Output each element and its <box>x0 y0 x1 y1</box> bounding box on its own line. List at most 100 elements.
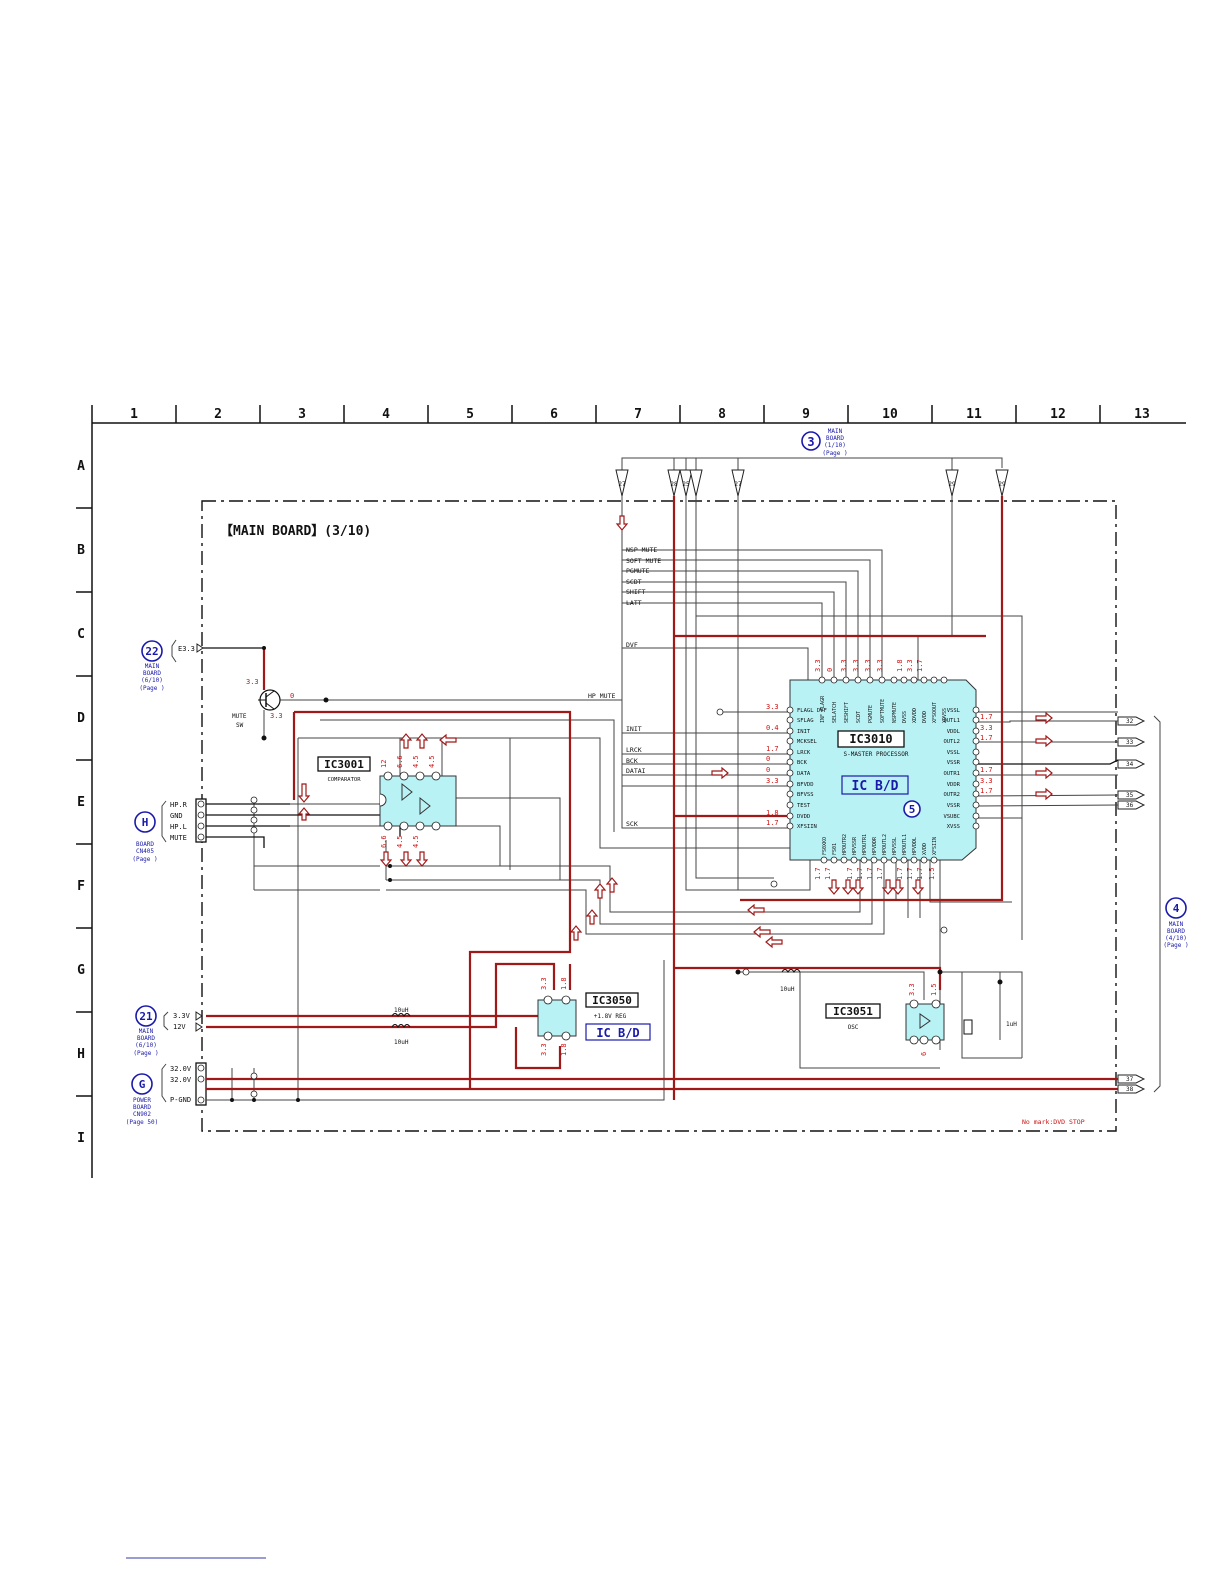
connector-pin-label: 32 <box>1126 718 1134 725</box>
svg-text:HPOUTR2: HPOUTR2 <box>842 834 848 855</box>
svg-text:5: 5 <box>909 803 916 816</box>
hp-connector-label: HP.L <box>170 823 187 831</box>
svg-text:SOFT MUTE: SOFT MUTE <box>626 557 661 565</box>
hp-connector-label: HP.R <box>170 801 188 809</box>
ic3050-name: IC3050 <box>592 994 632 1007</box>
ic3010-bottom-pins: FS0XKO FS01 HPOUTR2 HPVSSR HPOUTR1 HPVDD… <box>822 834 938 855</box>
col-label: 6 <box>550 407 558 422</box>
ic3051-desc: OSC <box>848 1024 859 1031</box>
mute-label: MUTE <box>232 713 247 720</box>
svg-text:(Page ): (Page ) <box>139 685 164 692</box>
svg-text:SESHIFT: SESHIFT <box>844 702 850 723</box>
svg-text:1.7: 1.7 <box>906 867 914 880</box>
svg-text:3.3: 3.3 <box>540 1043 548 1056</box>
svg-text:OUTL1: OUTL1 <box>943 718 960 724</box>
connector-pin-label: 35 <box>1126 792 1134 799</box>
svg-text:4.5: 4.5 <box>396 835 404 848</box>
mute-switch-transistor[interactable] <box>258 689 281 711</box>
connector-pin-label: 33 <box>1126 739 1134 746</box>
svg-text:1.8: 1.8 <box>896 659 904 672</box>
svg-text:1.8: 1.8 <box>766 809 779 817</box>
crystal-label: 1uH <box>1006 1021 1017 1028</box>
svg-text:OUTL2: OUTL2 <box>943 739 960 745</box>
svg-text:BOARD: BOARD <box>1167 928 1185 935</box>
svg-text:H: H <box>142 816 149 829</box>
svg-text:3.3: 3.3 <box>540 977 548 990</box>
svg-text:POWER: POWER <box>133 1097 151 1104</box>
svg-text:CN902: CN902 <box>133 1111 151 1118</box>
connector-pin-label: 29 <box>998 481 1006 488</box>
svg-text:VDDL: VDDL <box>947 729 961 735</box>
power-wires <box>206 496 1118 1100</box>
svg-text:0: 0 <box>826 668 834 672</box>
svg-text:12: 12 <box>380 760 388 768</box>
svg-text:VSUBC: VSUBC <box>943 814 960 820</box>
svg-text:1.7: 1.7 <box>866 867 874 880</box>
signal-wires <box>206 496 1119 1101</box>
ic3010-chip[interactable]: IC3010 S-MASTER PROCESSOR IC B/D 5 FLAGL… <box>786 676 980 864</box>
svg-text:3.3: 3.3 <box>864 659 872 672</box>
svg-text:21: 21 <box>139 1010 153 1023</box>
svg-text:4: 4 <box>1173 902 1180 915</box>
ic3050-chip[interactable] <box>537 995 577 1041</box>
ref-main-board-4-10[interactable]: 4 MAIN BOARD (4/10) (Page ) <box>1163 897 1189 949</box>
svg-text:1.5: 1.5 <box>928 867 936 880</box>
ref-main-board-6-10-bottom[interactable]: 21 MAIN BOARD (6/10) (Page ) <box>133 1005 159 1057</box>
hp-connector-label: GND <box>170 812 183 820</box>
svg-text:SCDT: SCDT <box>856 711 862 723</box>
ref-main-board-1-10[interactable]: 3 MAIN BOARD (1/10) (Page ) <box>801 428 848 457</box>
ref-power-board-cn902[interactable]: G POWER BOARD CN902 (Page 50) <box>126 1073 159 1126</box>
ref-main-board-6-10-top[interactable]: 22 MAIN BOARD (6/10) (Page ) <box>139 640 165 692</box>
row-label: B <box>77 543 85 558</box>
q-voltage: 3.3 <box>270 712 283 720</box>
power-input-label: 3.3V <box>173 1012 191 1020</box>
ic3051-name: IC3051 <box>833 1005 873 1018</box>
svg-text:3.3: 3.3 <box>980 724 993 732</box>
svg-text:LRCK: LRCK <box>626 746 642 754</box>
ic3010-left-pins: FLAGL DVF SFLAG INIT MCKSEL LRCK BCK DAT… <box>797 708 827 830</box>
grid-frame: 1 2 3 4 5 6 7 8 9 10 11 12 13 A B C D E … <box>76 405 1186 1178</box>
svg-text:INIT: INIT <box>797 729 811 735</box>
svg-text:(4/10): (4/10) <box>1165 935 1187 942</box>
svg-text:1.7: 1.7 <box>980 787 993 795</box>
svg-text:(1/10): (1/10) <box>824 442 846 449</box>
svg-text:HPVDDR: HPVDDR <box>872 836 878 855</box>
ic3010-top-pins: INF FLAGR SELATCH SESHIFT SCDT PGMUTE SO… <box>820 695 948 723</box>
ic3001-voltages: 12 6.6 4.5 4.5 6.6 4.5 4.5 <box>380 755 436 848</box>
svg-text:3.3: 3.3 <box>852 659 860 672</box>
inductor-label: 10uH <box>394 1007 409 1014</box>
svg-text:SOFTMUTE: SOFTMUTE <box>880 699 886 723</box>
svg-text:(6/10): (6/10) <box>135 1042 157 1049</box>
svg-text:1.8: 1.8 <box>560 977 568 990</box>
svg-text:HPOUTL1: HPOUTL1 <box>902 834 908 855</box>
svg-text:DVDD: DVDD <box>797 814 810 820</box>
svg-text:XVSS: XVSS <box>947 824 960 830</box>
test-points <box>250 708 948 1098</box>
svg-text:VSSR: VSSR <box>947 803 961 809</box>
svg-text:3: 3 <box>807 435 814 449</box>
svg-text:3.3: 3.3 <box>766 703 779 711</box>
svg-text:SCDT: SCDT <box>626 578 642 586</box>
svg-text:INF FLAGR: INF FLAGR <box>820 695 826 723</box>
signal-labels: NSP MUTE SOFT MUTE PGMUTE SCDT SHIFT LAT… <box>588 546 661 828</box>
svg-text:BOARD: BOARD <box>143 670 161 677</box>
ic3051-chip[interactable] <box>905 999 945 1045</box>
svg-text:3.3: 3.3 <box>980 777 993 785</box>
svg-text:3.3: 3.3 <box>766 777 779 785</box>
svg-text:1.7: 1.7 <box>916 659 924 672</box>
svg-text:XVDD: XVDD <box>922 843 928 855</box>
col-label: 2 <box>214 407 222 422</box>
col-label: 8 <box>718 407 726 422</box>
svg-text:BFVDD: BFVDD <box>797 782 814 788</box>
ref-board-cn405[interactable]: H BOARD CN405 (Page ) <box>132 811 158 863</box>
svg-text:SFLAG: SFLAG <box>797 718 814 724</box>
svg-text:0.4: 0.4 <box>766 724 779 732</box>
row-label: I <box>77 1131 85 1146</box>
svg-text:VSSL: VSSL <box>947 708 961 714</box>
ic3001-chip[interactable] <box>379 771 457 831</box>
svg-text:1.7: 1.7 <box>980 766 993 774</box>
ref-bubble-5[interactable]: 5 <box>903 800 921 818</box>
svg-text:1.7: 1.7 <box>856 867 864 880</box>
svg-text:(Page ): (Page ) <box>132 856 157 863</box>
svg-text:22: 22 <box>145 645 158 658</box>
